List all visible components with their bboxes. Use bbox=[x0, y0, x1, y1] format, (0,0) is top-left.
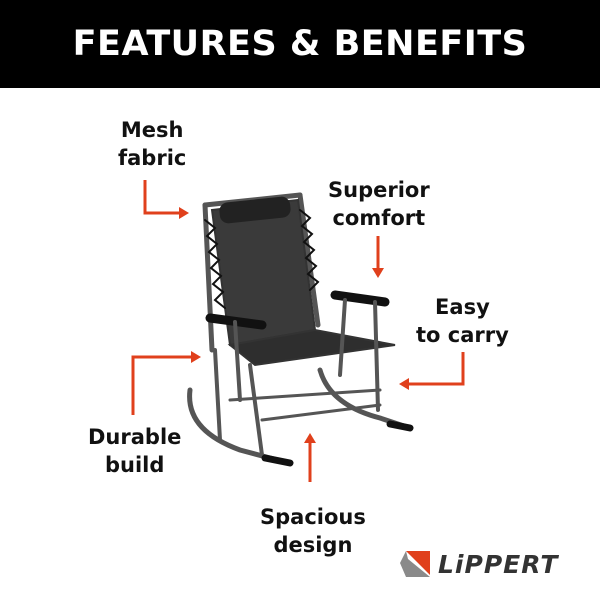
lippert-logo: LiPPERT bbox=[398, 549, 558, 579]
arrow-durable-build bbox=[131, 351, 201, 415]
feature-label-spacious-design: Spacious design bbox=[260, 503, 366, 559]
arrow-mesh-fabric bbox=[143, 180, 189, 219]
arrow-spacious-design bbox=[304, 433, 316, 482]
feature-label-mesh-fabric: Mesh fabric bbox=[118, 116, 186, 172]
feature-line: Mesh bbox=[120, 118, 184, 142]
feature-line: Superior bbox=[328, 178, 430, 202]
rocking-chair bbox=[187, 192, 414, 467]
feature-line: fabric bbox=[118, 146, 187, 170]
lippert-logo-mark-icon bbox=[400, 551, 430, 577]
callout-arrows bbox=[131, 180, 465, 482]
feature-label-easy-to-carry: Easy to carry bbox=[416, 293, 509, 349]
feature-label-durable-build: Durable build bbox=[88, 423, 181, 479]
header-banner: FEATURES & BENEFITS bbox=[0, 0, 600, 88]
feature-line: design bbox=[273, 533, 353, 557]
feature-line: Easy bbox=[435, 295, 490, 319]
feature-line: build bbox=[104, 453, 165, 477]
feature-line: to carry bbox=[416, 323, 509, 347]
arrow-easy-to-carry bbox=[399, 352, 465, 390]
feature-label-superior-comfort: Superior comfort bbox=[328, 176, 430, 232]
feature-line: Durable bbox=[88, 425, 182, 449]
feature-line: Spacious bbox=[260, 505, 366, 529]
feature-line: comfort bbox=[332, 206, 426, 230]
arrow-superior-comfort bbox=[372, 236, 384, 278]
lippert-wordmark: LiPPERT bbox=[438, 549, 559, 579]
page-title: FEATURES & BENEFITS bbox=[72, 24, 528, 64]
